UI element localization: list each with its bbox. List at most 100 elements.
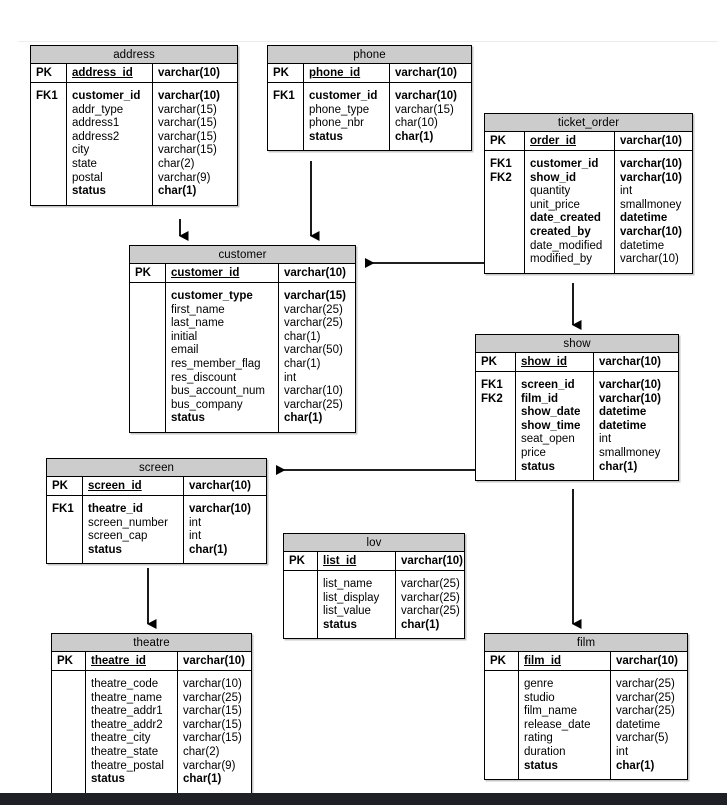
attribute-name: quantity [530,185,571,198]
attribute-type: varchar(10) [395,90,458,102]
attribute-type: varchar(10) [284,385,343,398]
attribute-type: datetime [599,419,647,432]
pk-name-text-phone: phone_id [309,67,361,79]
attribute-type: int [620,185,633,198]
attribute-name: created_by [530,225,591,238]
attribute-name: list_display [323,591,380,604]
pk-type-customer: varchar(10) [284,267,347,279]
pk-name-lov: list_id [318,552,396,570]
pk-type-film: varchar(10) [616,655,679,667]
pk-label-screen: PK [47,477,83,495]
attribute-name: screen_cap [88,530,148,543]
pk-type-ticket_order: varchar(10) [620,135,683,147]
attribute-type: char(2) [158,157,195,170]
attribute-name: price [521,446,546,459]
pk-type-screen: varchar(10) [189,480,252,492]
attribute-name: unit_price [530,198,580,211]
attribute-name: status [323,618,357,631]
attribute-type: char(2) [183,745,220,758]
pk-name-film: film_id [519,652,611,670]
attribute-name: date_modified [530,239,603,252]
pk-label-theatre: PK [52,652,86,670]
pk-name-text-screen: screen_id [88,480,142,492]
bottom-bar [0,793,727,805]
attribute-name: status [524,759,558,772]
attribute-name: address2 [72,130,120,143]
attribute-type: varchar(15) [183,705,242,718]
attribute-name: show_date [521,406,581,419]
fk-label: FK1 [273,90,295,102]
pk-label-lov: PK [284,552,318,570]
attribute-type: char(1) [401,618,440,631]
attribute-type: int [616,745,629,758]
attribute-name: theatre_code [91,678,159,690]
attribute-name: duration [524,745,566,758]
attribute-type: char(1) [599,460,638,473]
pk-label-address: PK [31,64,67,82]
pk-type-show: varchar(10) [599,356,662,368]
entity-title-ticket_order: ticket_order [485,114,692,132]
attribute-type: char(1) [395,130,434,143]
page-top-divider [18,41,718,42]
pk-type-theatre: varchar(10) [183,655,246,667]
attribute-name: res_member_flag [171,357,261,370]
pk-type-address: varchar(10) [158,67,221,79]
entity-title-customer: customer [130,246,355,264]
pk-label-phone: PK [268,64,304,82]
attribute-name: status [171,412,205,425]
pk-name-screen: screen_id [83,477,184,495]
entity-title-show: show [476,335,678,353]
attribute-type: int [189,516,202,529]
attribute-name: bus_company [171,398,243,411]
attribute-keys-lov [284,571,318,639]
pk-label-film: PK [485,652,519,670]
attribute-name: first_name [171,303,225,316]
attribute-type: varchar(10) [599,392,662,405]
pk-name-theatre: theatre_id [86,652,178,670]
attribute-name: theatre_city [91,732,151,745]
attribute-name: customer_id [530,158,599,170]
attribute-name: release_date [524,718,591,731]
pk-name-text-address: address_id [72,67,133,79]
attribute-type: char(1) [284,357,321,370]
pk-name-text-lov: list_id [323,555,357,567]
attribute-type: varchar(25) [401,605,460,618]
fk-label: FK2 [481,392,503,405]
pk-type-phone: varchar(10) [395,67,458,79]
attribute-name: studio [524,691,555,704]
attribute-types-lov: varchar(25)varchar(25)varchar(25)char(1) [396,571,464,638]
attribute-types-customer: varchar(15)varchar(25)varchar(25)char(1)… [279,283,355,432]
attribute-type: varchar(25) [284,398,343,411]
attribute-name: screen_number [88,516,168,529]
entity-title-address: address [31,46,237,64]
attribute-type: char(1) [183,773,222,786]
attribute-type: datetime [616,718,661,731]
attribute-type: varchar(25) [183,691,242,704]
attribute-keys-customer [130,283,166,432]
